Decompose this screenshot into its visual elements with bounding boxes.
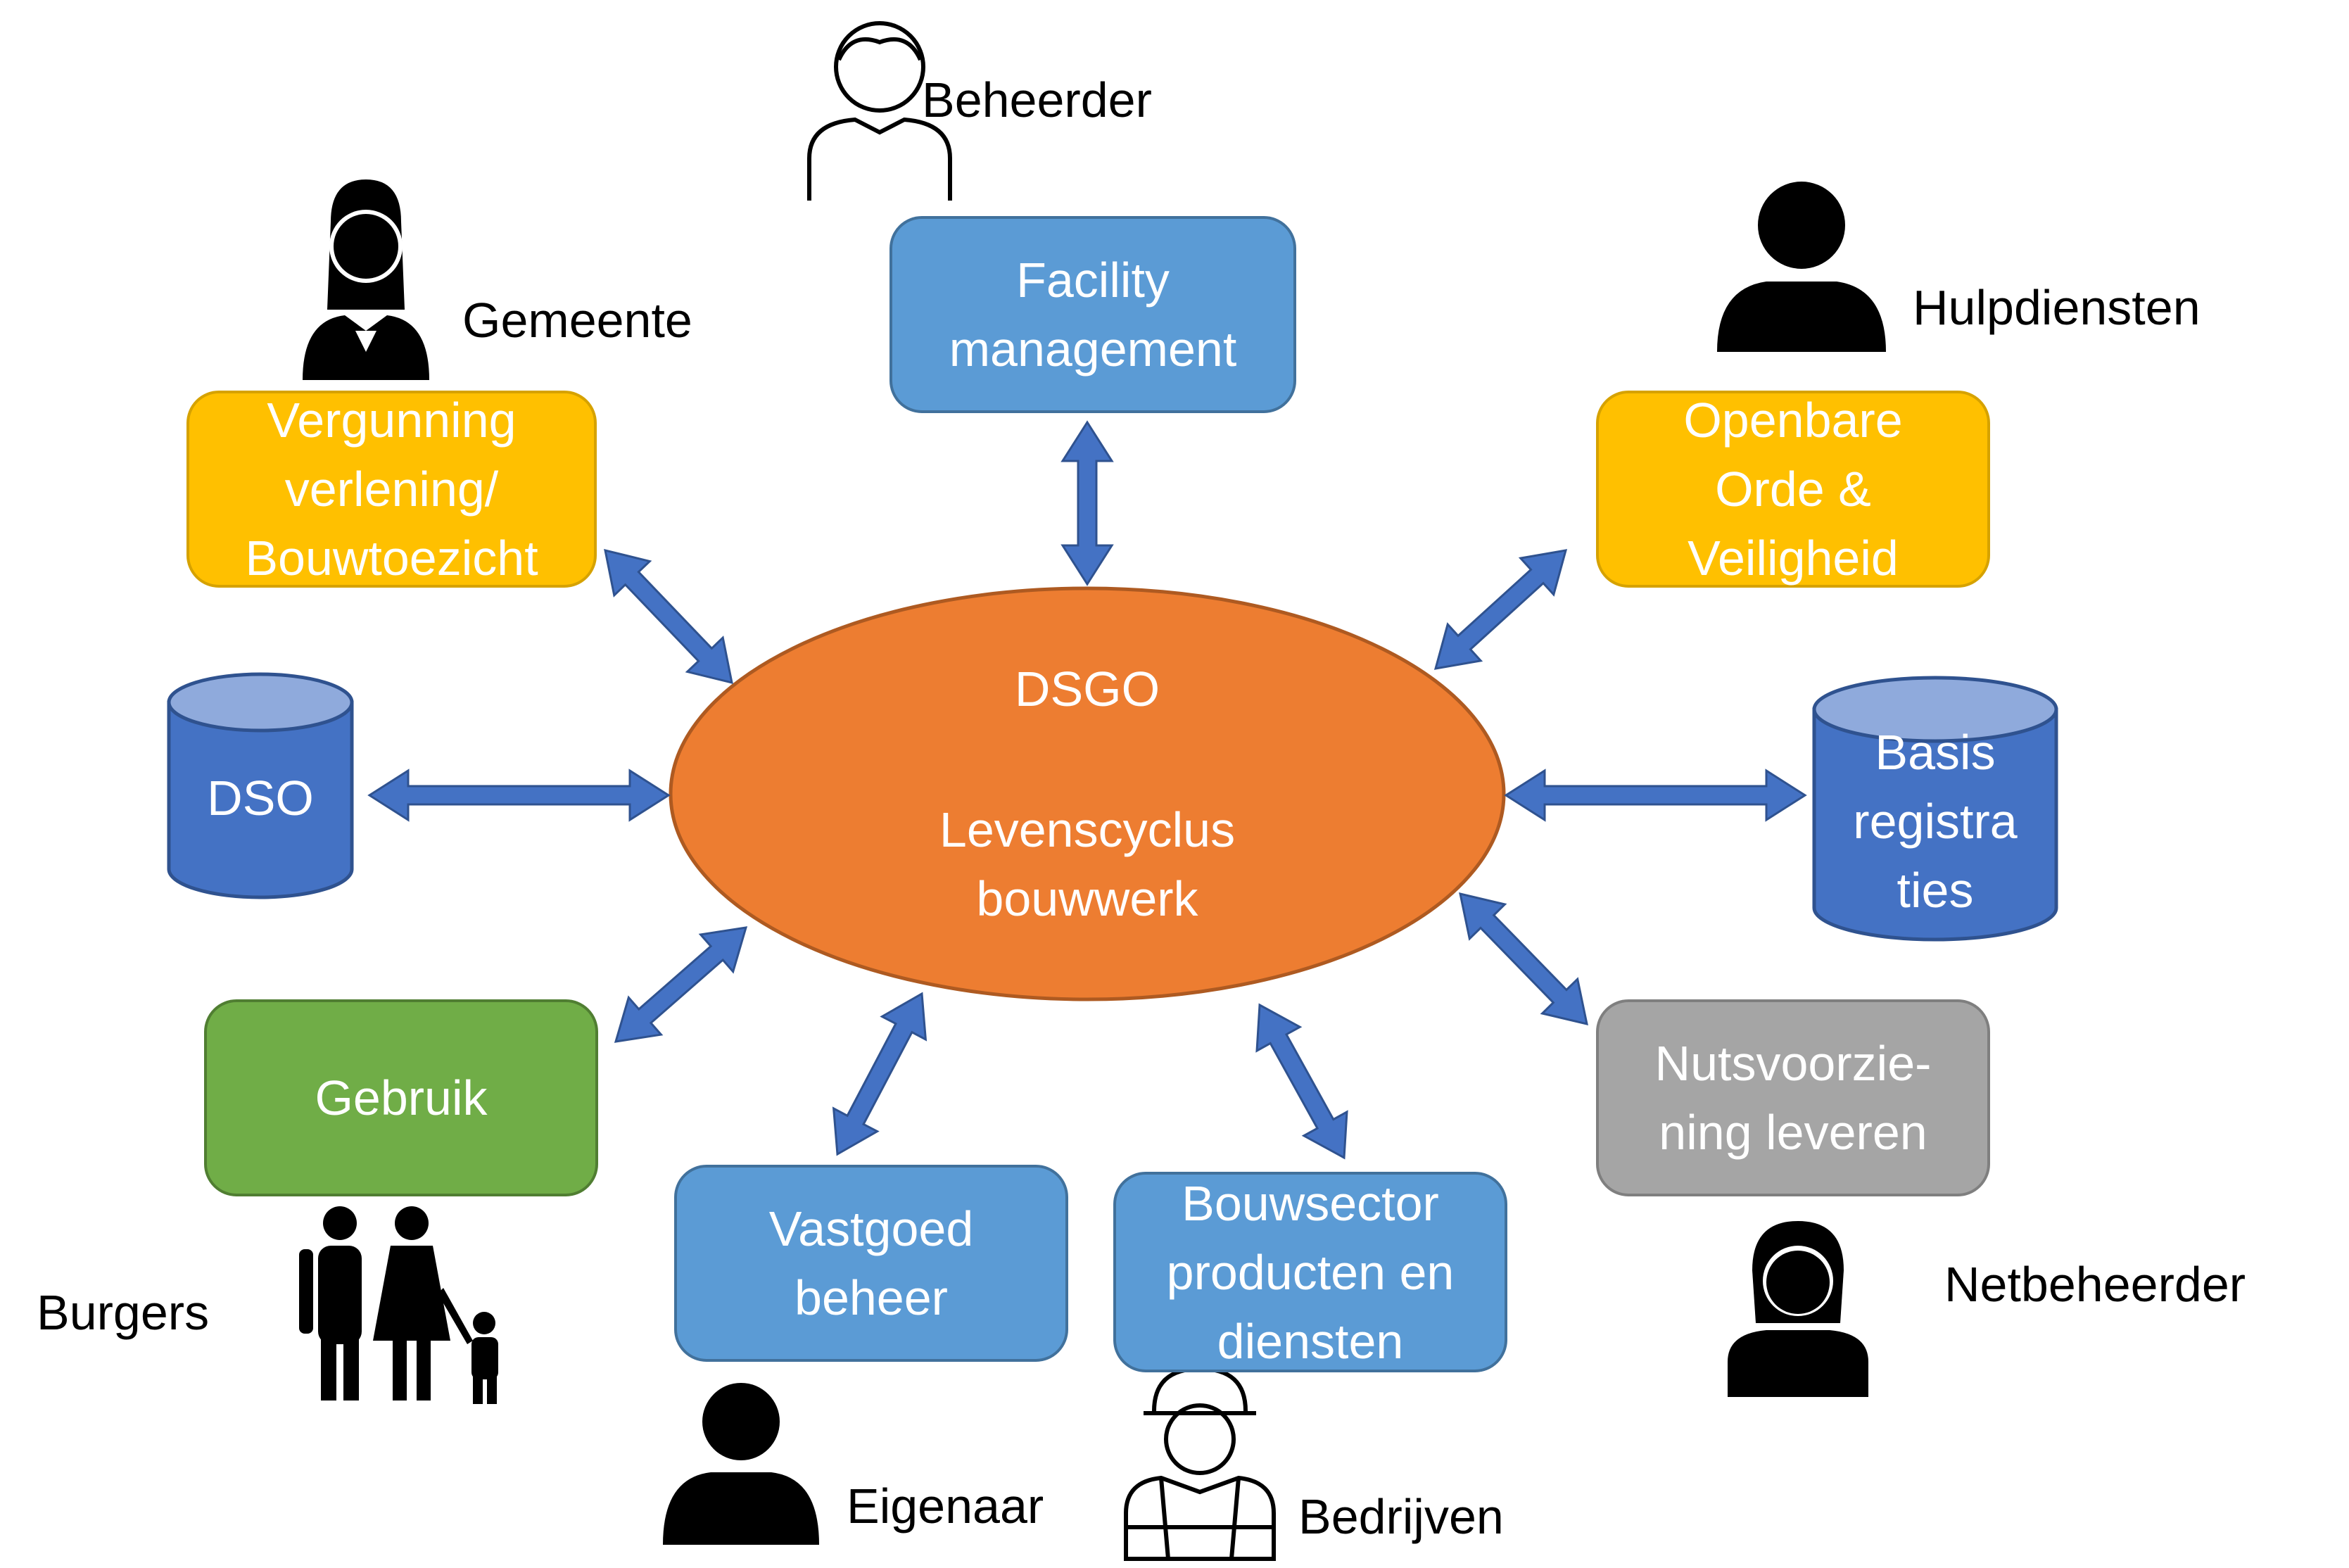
dsgo-ellipse[interactable] [669,586,1506,1001]
actor-gemeente: Gemeente [462,293,692,348]
basis-line-3: ties [1897,863,1974,918]
bedrijven-worker-icon [1124,1366,1276,1561]
vergunning-line-3: Bouwtoezicht [245,531,538,586]
actor-bedrijven: Bedrijven [1298,1489,1504,1544]
node-vergunning-verlening[interactable]: Vergunning verlening/ Bouwtoezicht [186,391,597,588]
arrow-gebruik [614,926,748,1043]
basis-registraties-cylinder[interactable] [1812,676,2058,942]
eigenaar-person-icon [663,1383,819,1545]
center-line-2: bouwwerk [976,871,1198,926]
vergunning-line-2: verlening/ [284,462,499,517]
gemeente-woman-icon [303,179,429,380]
vastgoed-line-2: beheer [794,1270,948,1325]
netbeheerder-woman-icon [1728,1221,1868,1397]
dso-label: DSO [207,771,314,826]
nuts-line-2: ning leveren [1659,1105,1927,1160]
basis-line-2: registra [1853,794,2018,849]
center-line-1: Levenscyclus [939,802,1236,857]
gebruik-label: Gebruik [315,1070,488,1125]
bouwsector-line-3: diensten [1217,1313,1404,1369]
openbare-line-3: Veiligheid [1688,531,1899,586]
arrow-nuts [1459,892,1588,1026]
center-title: DSGO [1014,662,1160,716]
node-nutsvoorziening[interactable]: Nutsvoorzie- ning leveren [1596,999,1990,1196]
vastgoed-line-1: Vastgoed [768,1201,974,1256]
beheerder-person-icon [807,21,952,201]
hulpdiensten-person-icon [1717,182,1886,352]
arrow-bouwsector [1255,1003,1348,1160]
bouwsector-line-1: Bouwsector [1182,1175,1439,1231]
actor-netbeheerder: Netbeheerder [1944,1257,2246,1312]
vergunning-line-1: Vergunning [267,393,517,448]
arrow-vastgoed [832,992,927,1156]
actor-hulpdiensten: Hulpdiensten [1913,280,2201,335]
actor-eigenaar: Eigenaar [847,1479,1044,1534]
node-vastgoed-beheer[interactable]: Vastgoed beheer [674,1165,1068,1362]
actor-burgers: Burgers [37,1285,210,1340]
arrow-facility [1060,420,1114,586]
actor-beheerder: Beheerder [922,72,1152,127]
burgers-family-icon [299,1206,498,1404]
facility-line-2: management [949,322,1237,377]
facility-line-1: Facility [1016,253,1170,308]
connector-arrows [367,420,1807,1160]
basis-line-1: Basis [1875,725,1996,780]
openbare-line-2: Orde & [1715,462,1871,517]
node-bouwsector[interactable]: Bouwsector producten en diensten [1113,1172,1507,1372]
node-openbare-orde[interactable]: Openbare Orde & Veiligheid [1596,391,1990,588]
node-gebruik[interactable]: Gebruik [204,999,598,1196]
nuts-line-1: Nutsvoorzie- [1654,1036,1932,1091]
basis-registraties-label: Basis registra ties [1814,718,2056,925]
node-facility-management[interactable]: Facility management [889,216,1296,413]
arrow-vergunning [604,548,733,685]
arrow-basis [1504,769,1807,822]
arrow-openbare [1433,549,1568,670]
dso-cylinder[interactable] [167,672,354,899]
openbare-line-1: Openbare [1683,393,1903,448]
arrow-dso [367,769,671,822]
bouwsector-line-2: producten en [1166,1244,1455,1300]
